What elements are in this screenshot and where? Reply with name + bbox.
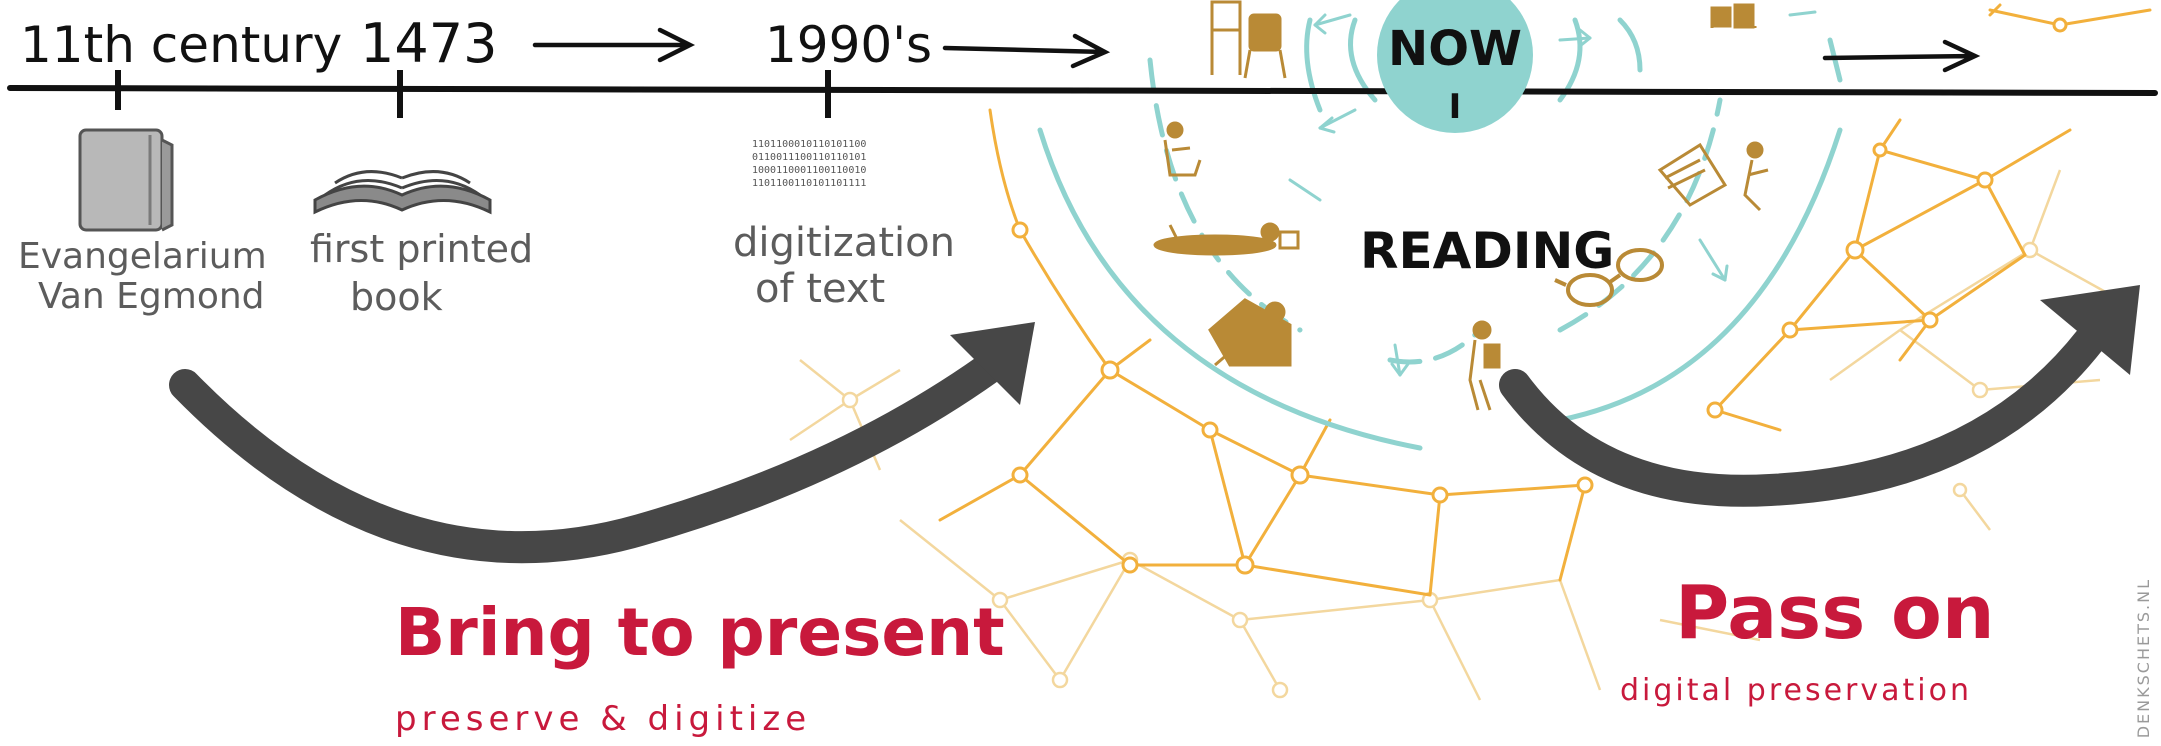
now-label: NOW: [1388, 21, 1522, 77]
event-caption-1-line2: Van Egmond: [38, 276, 265, 317]
svg-text:1101100110101101111: 1101100110101101111: [752, 178, 866, 189]
svg-text:1101100010110101100: 1101100010110101100: [752, 139, 866, 150]
reader-at-desk-icon: [1210, 0, 1287, 79]
svg-text:1000110001100110010: 1000110001100110010: [752, 165, 866, 176]
pass-on-arrowhead: [2040, 285, 2140, 375]
timeline-line: [7, 85, 2158, 96]
event-caption-2-line1: first printed: [310, 227, 533, 271]
network-nodes-orange: [1011, 17, 2068, 575]
lying-reader-icon: [1153, 222, 1300, 256]
left-phase-title: Bring to present: [395, 594, 1005, 671]
book-reader-icon: [1657, 141, 1769, 212]
right-phase-title: Pass on: [1675, 570, 1995, 656]
credit-watermark: DENKSCHETS.NL: [2134, 577, 2153, 738]
event-caption-3-line1: digitization: [733, 220, 955, 266]
bring-to-present-arrowhead: [950, 322, 1035, 405]
printed-book-icon: [313, 170, 492, 215]
event-caption-1-line1: Evangelarium: [18, 236, 267, 277]
left-phase-subtitle: preserve & digitize: [395, 699, 811, 739]
bring-to-present-arrow: [169, 344, 1016, 564]
event-date-1473: 1473: [360, 12, 497, 75]
reading-label: READING: [1360, 222, 1614, 280]
timeline-arrows: [532, 27, 1981, 73]
glasses-icon: [1554, 248, 1664, 307]
standing-reader-icon: [1468, 320, 1501, 411]
now-mark: I: [1449, 87, 1462, 127]
now-circle: [1377, 0, 1533, 133]
teal-flow-arrows: [1288, 10, 1817, 377]
sitting-reader-icon: [1163, 121, 1202, 177]
reader-figures: [1153, 0, 1769, 411]
svg-text:0110011100110110101: 0110011100110110101: [752, 152, 866, 163]
reader-at-desk-right-icon: [1710, 3, 1757, 29]
reclining-reader-icon: [1208, 298, 1292, 367]
event-date-11th-century: 11th century: [20, 16, 342, 74]
event-date-1990s: 1990's: [765, 16, 932, 74]
evangelarium-book-icon: [78, 128, 174, 232]
binary-digits: 1101100010110101100 0110011100110110101 …: [752, 139, 866, 189]
pass-on-arrow: [1499, 324, 2106, 507]
network-web-orange: [938, 3, 2152, 597]
event-caption-2-line2: book: [350, 275, 443, 319]
right-phase-subtitle: digital preservation: [1620, 673, 1972, 708]
event-caption-3-line2: of text: [755, 266, 885, 312]
